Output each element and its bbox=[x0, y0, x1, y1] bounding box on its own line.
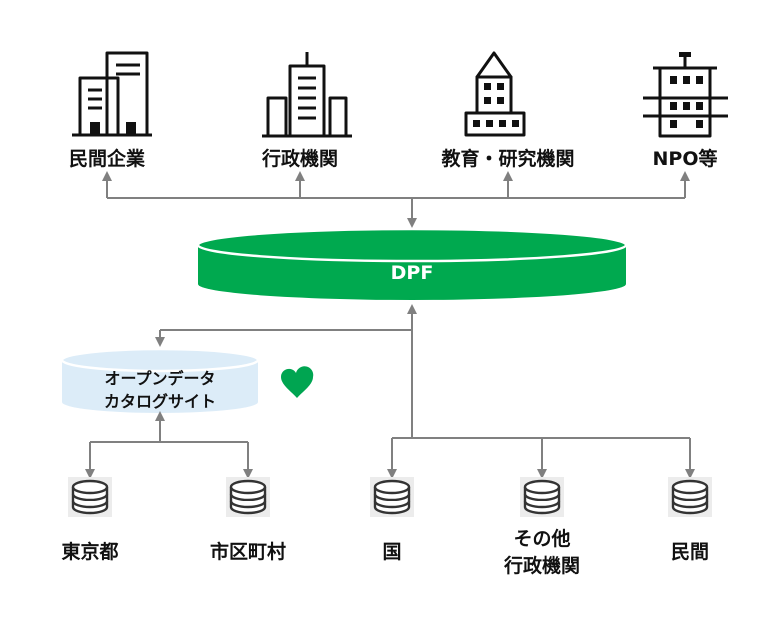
consumer-label-government: 行政機関 bbox=[261, 147, 338, 170]
consumer-label-private-companies: 民間企業 bbox=[69, 147, 146, 170]
source-label-other-gov-line1: その他 bbox=[513, 527, 570, 550]
office-buildings-icon bbox=[72, 51, 152, 137]
source-label-national: 国 bbox=[382, 541, 401, 563]
school-building-icon bbox=[464, 51, 526, 137]
source-label-municipalities: 市区町村 bbox=[210, 540, 286, 563]
database-icon bbox=[226, 477, 270, 517]
npo-building-icon bbox=[643, 52, 728, 138]
catalog-label-line1: オープンデータ bbox=[104, 369, 215, 388]
consumer-label-education-research: 教育・研究機関 bbox=[441, 147, 574, 170]
catalog-label-line2: カタログサイト bbox=[104, 392, 216, 411]
dpf-platform-cylinder: DPF bbox=[196, 227, 628, 300]
government-building-icon bbox=[262, 52, 352, 138]
database-icon bbox=[668, 477, 712, 517]
source-label-other-gov-line2: 行政機関 bbox=[503, 554, 580, 577]
open-data-catalog-cylinder: オープンデータ カタログサイト bbox=[60, 347, 260, 413]
source-label-private: 民間 bbox=[671, 541, 709, 563]
tokyo-emblem-icon bbox=[280, 366, 314, 398]
database-icon bbox=[520, 477, 564, 517]
consumer-label-npo: NPO等 bbox=[653, 147, 718, 170]
catalog-dpf-arrows bbox=[155, 304, 417, 438]
catalog-to-sources-arrows bbox=[85, 411, 253, 479]
dpf-to-sources-arrows bbox=[387, 437, 695, 479]
dpf-to-consumers-arrows bbox=[102, 171, 690, 228]
database-icon bbox=[370, 477, 414, 517]
database-icon bbox=[68, 477, 112, 517]
source-label-tokyo: 東京都 bbox=[61, 540, 118, 563]
dpf-label: DPF bbox=[391, 262, 434, 284]
